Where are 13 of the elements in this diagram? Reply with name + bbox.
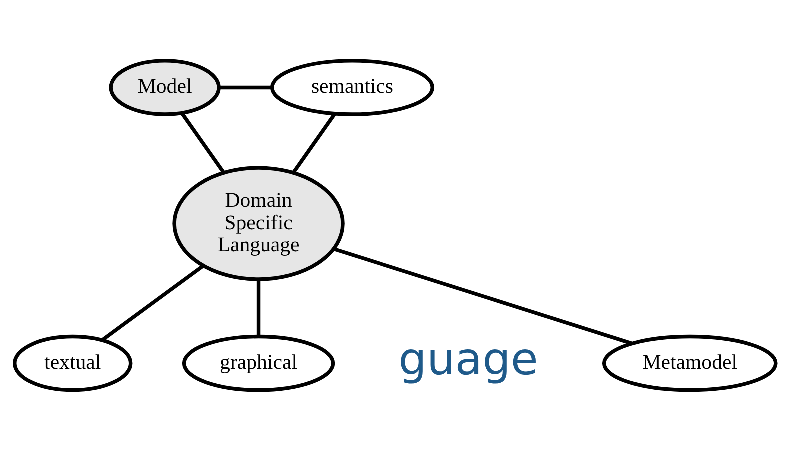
node-ellipse: graphical	[182, 334, 336, 392]
connector	[101, 264, 205, 342]
connector	[219, 85, 272, 90]
connector	[292, 112, 336, 174]
label: guage	[398, 333, 538, 386]
node-ellipse: Model	[109, 58, 221, 116]
node-ellipse: Metamodel	[602, 334, 778, 392]
node-ellipse: Domain Specific Language	[172, 166, 345, 281]
node-ellipse: textual	[13, 334, 133, 392]
connector	[256, 279, 261, 336]
connector	[180, 112, 226, 174]
node-ellipse: semantics	[270, 58, 434, 116]
connector	[333, 246, 632, 345]
